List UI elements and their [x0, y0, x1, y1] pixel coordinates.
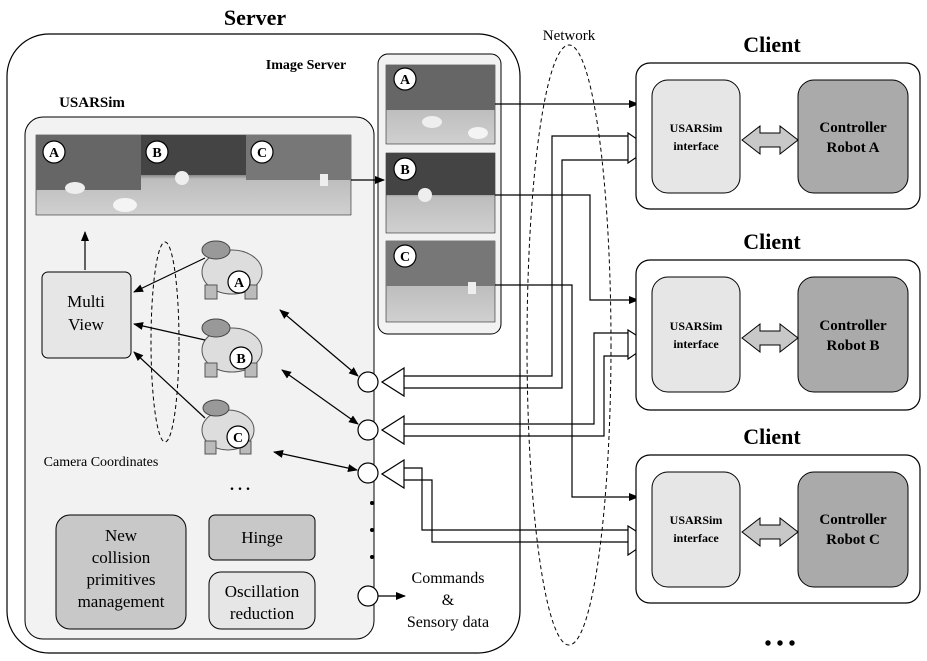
client-c-bidirectional-arrow	[741, 516, 799, 548]
client-c-interface-label-1: USARSim	[670, 513, 723, 527]
multi-view-label-1: Multi	[67, 292, 105, 311]
camera-marker-a-strip: A	[42, 140, 66, 164]
client-a-interface-box	[651, 79, 741, 194]
robot-b-port-link	[281, 369, 359, 425]
commands-label-1: Commands	[412, 570, 485, 587]
client-c-interface-box	[651, 471, 741, 588]
client-c-title: Client	[743, 424, 801, 449]
marker-label: C	[233, 431, 243, 446]
network-ellipse	[526, 44, 612, 646]
client-b-interface-label-2: interface	[673, 337, 719, 351]
robots-ellipsis: . . .	[230, 477, 250, 494]
robot-a-port-link	[279, 309, 359, 377]
clients-ellipsis: • • •	[764, 633, 795, 655]
client-b: Client USARSim interface Controller Robo…	[635, 229, 921, 411]
client-b-interface-label-1: USARSim	[670, 319, 723, 333]
marker-label: C	[257, 146, 267, 161]
client-a-controller-box	[797, 79, 909, 194]
client-c: Client USARSim interface Controller Robo…	[635, 424, 921, 604]
client-b-controller-label-2: Robot B	[827, 338, 880, 354]
marker-label: A	[234, 276, 245, 291]
client-b-controller-label-1: Controller	[819, 318, 887, 334]
client-c-interface-label-2: interface	[673, 531, 719, 545]
image-server-thumbnails	[385, 64, 496, 323]
robot-b-to-multiview-arrow	[133, 322, 206, 341]
client-a: Client USARSim interface Controller Robo…	[635, 32, 921, 210]
camera-marker-b-strip: B	[145, 140, 169, 164]
client-b-title: Client	[743, 229, 801, 254]
robot-a-to-multiview-arrow	[133, 257, 206, 293]
client-a-controller-label-1: Controller	[819, 120, 887, 136]
marker-label: A	[49, 146, 60, 161]
port-dots	[370, 501, 374, 559]
client-a-bidirectional-arrow	[741, 124, 799, 156]
client-a-title: Client	[743, 32, 801, 57]
multi-view-label-2: View	[68, 315, 105, 334]
camera-coordinates-ellipse	[150, 241, 180, 443]
oscillation-box	[208, 571, 316, 630]
robot-c-port-link	[273, 449, 358, 473]
collision-label-4: management	[78, 592, 165, 611]
client-c-controller-label-2: Robot C	[826, 532, 880, 548]
image-c-to-client-c	[495, 284, 639, 501]
collision-label-3: primitives	[87, 570, 156, 589]
port-c	[357, 462, 379, 484]
robot-marker-a: A	[227, 270, 251, 294]
server-title: Server	[224, 5, 287, 30]
client-a-interface-label-1: USARSim	[670, 121, 723, 135]
marker-label: B	[400, 163, 409, 178]
marker-label: C	[400, 250, 410, 265]
client-b-bidirectional-arrow	[741, 322, 799, 354]
camera-marker-a-server: A	[393, 67, 417, 91]
commands-label-3: Sensory data	[407, 614, 489, 631]
client-a-controller-label-2: Robot A	[827, 140, 880, 156]
marker-label: B	[152, 146, 161, 161]
camera-marker-c-server: C	[393, 244, 417, 268]
collision-box	[55, 514, 187, 630]
commands-label-2: &	[442, 592, 455, 609]
usarsim-label: USARSim	[59, 95, 125, 111]
robot-c-to-multiview-arrow	[133, 351, 206, 419]
marker-label: B	[236, 352, 245, 367]
camera-marker-b-server: B	[393, 157, 417, 181]
multi-view-box	[41, 271, 132, 359]
port-commands	[357, 585, 379, 607]
hinge-label: Hinge	[241, 528, 283, 547]
robot-marker-b: B	[229, 346, 253, 370]
multi-camera-strip	[35, 134, 352, 216]
collision-label-2: collision	[92, 548, 151, 567]
client-b-controller-box	[797, 276, 909, 393]
hinge-box	[208, 514, 316, 561]
collision-label-1: New	[105, 526, 138, 545]
marker-label: A	[400, 73, 411, 88]
client-a-interface-label-2: interface	[673, 139, 719, 153]
oscillation-label-1: Oscillation	[225, 582, 300, 601]
network-label: Network	[543, 28, 596, 44]
client-b-interface-box	[651, 276, 741, 393]
client-c-controller-box	[797, 471, 909, 588]
robot-marker-c: C	[226, 425, 250, 449]
camera-marker-c-strip: C	[250, 140, 274, 164]
oscillation-label-2: reduction	[230, 604, 295, 623]
client-c-controller-label-1: Controller	[819, 512, 887, 528]
image-server-label: Image Server	[266, 58, 346, 73]
image-b-to-client-b	[495, 194, 639, 304]
camera-coordinates-label: Camera Coordinates	[44, 455, 159, 470]
port-a	[357, 371, 379, 393]
port-b	[357, 419, 379, 441]
